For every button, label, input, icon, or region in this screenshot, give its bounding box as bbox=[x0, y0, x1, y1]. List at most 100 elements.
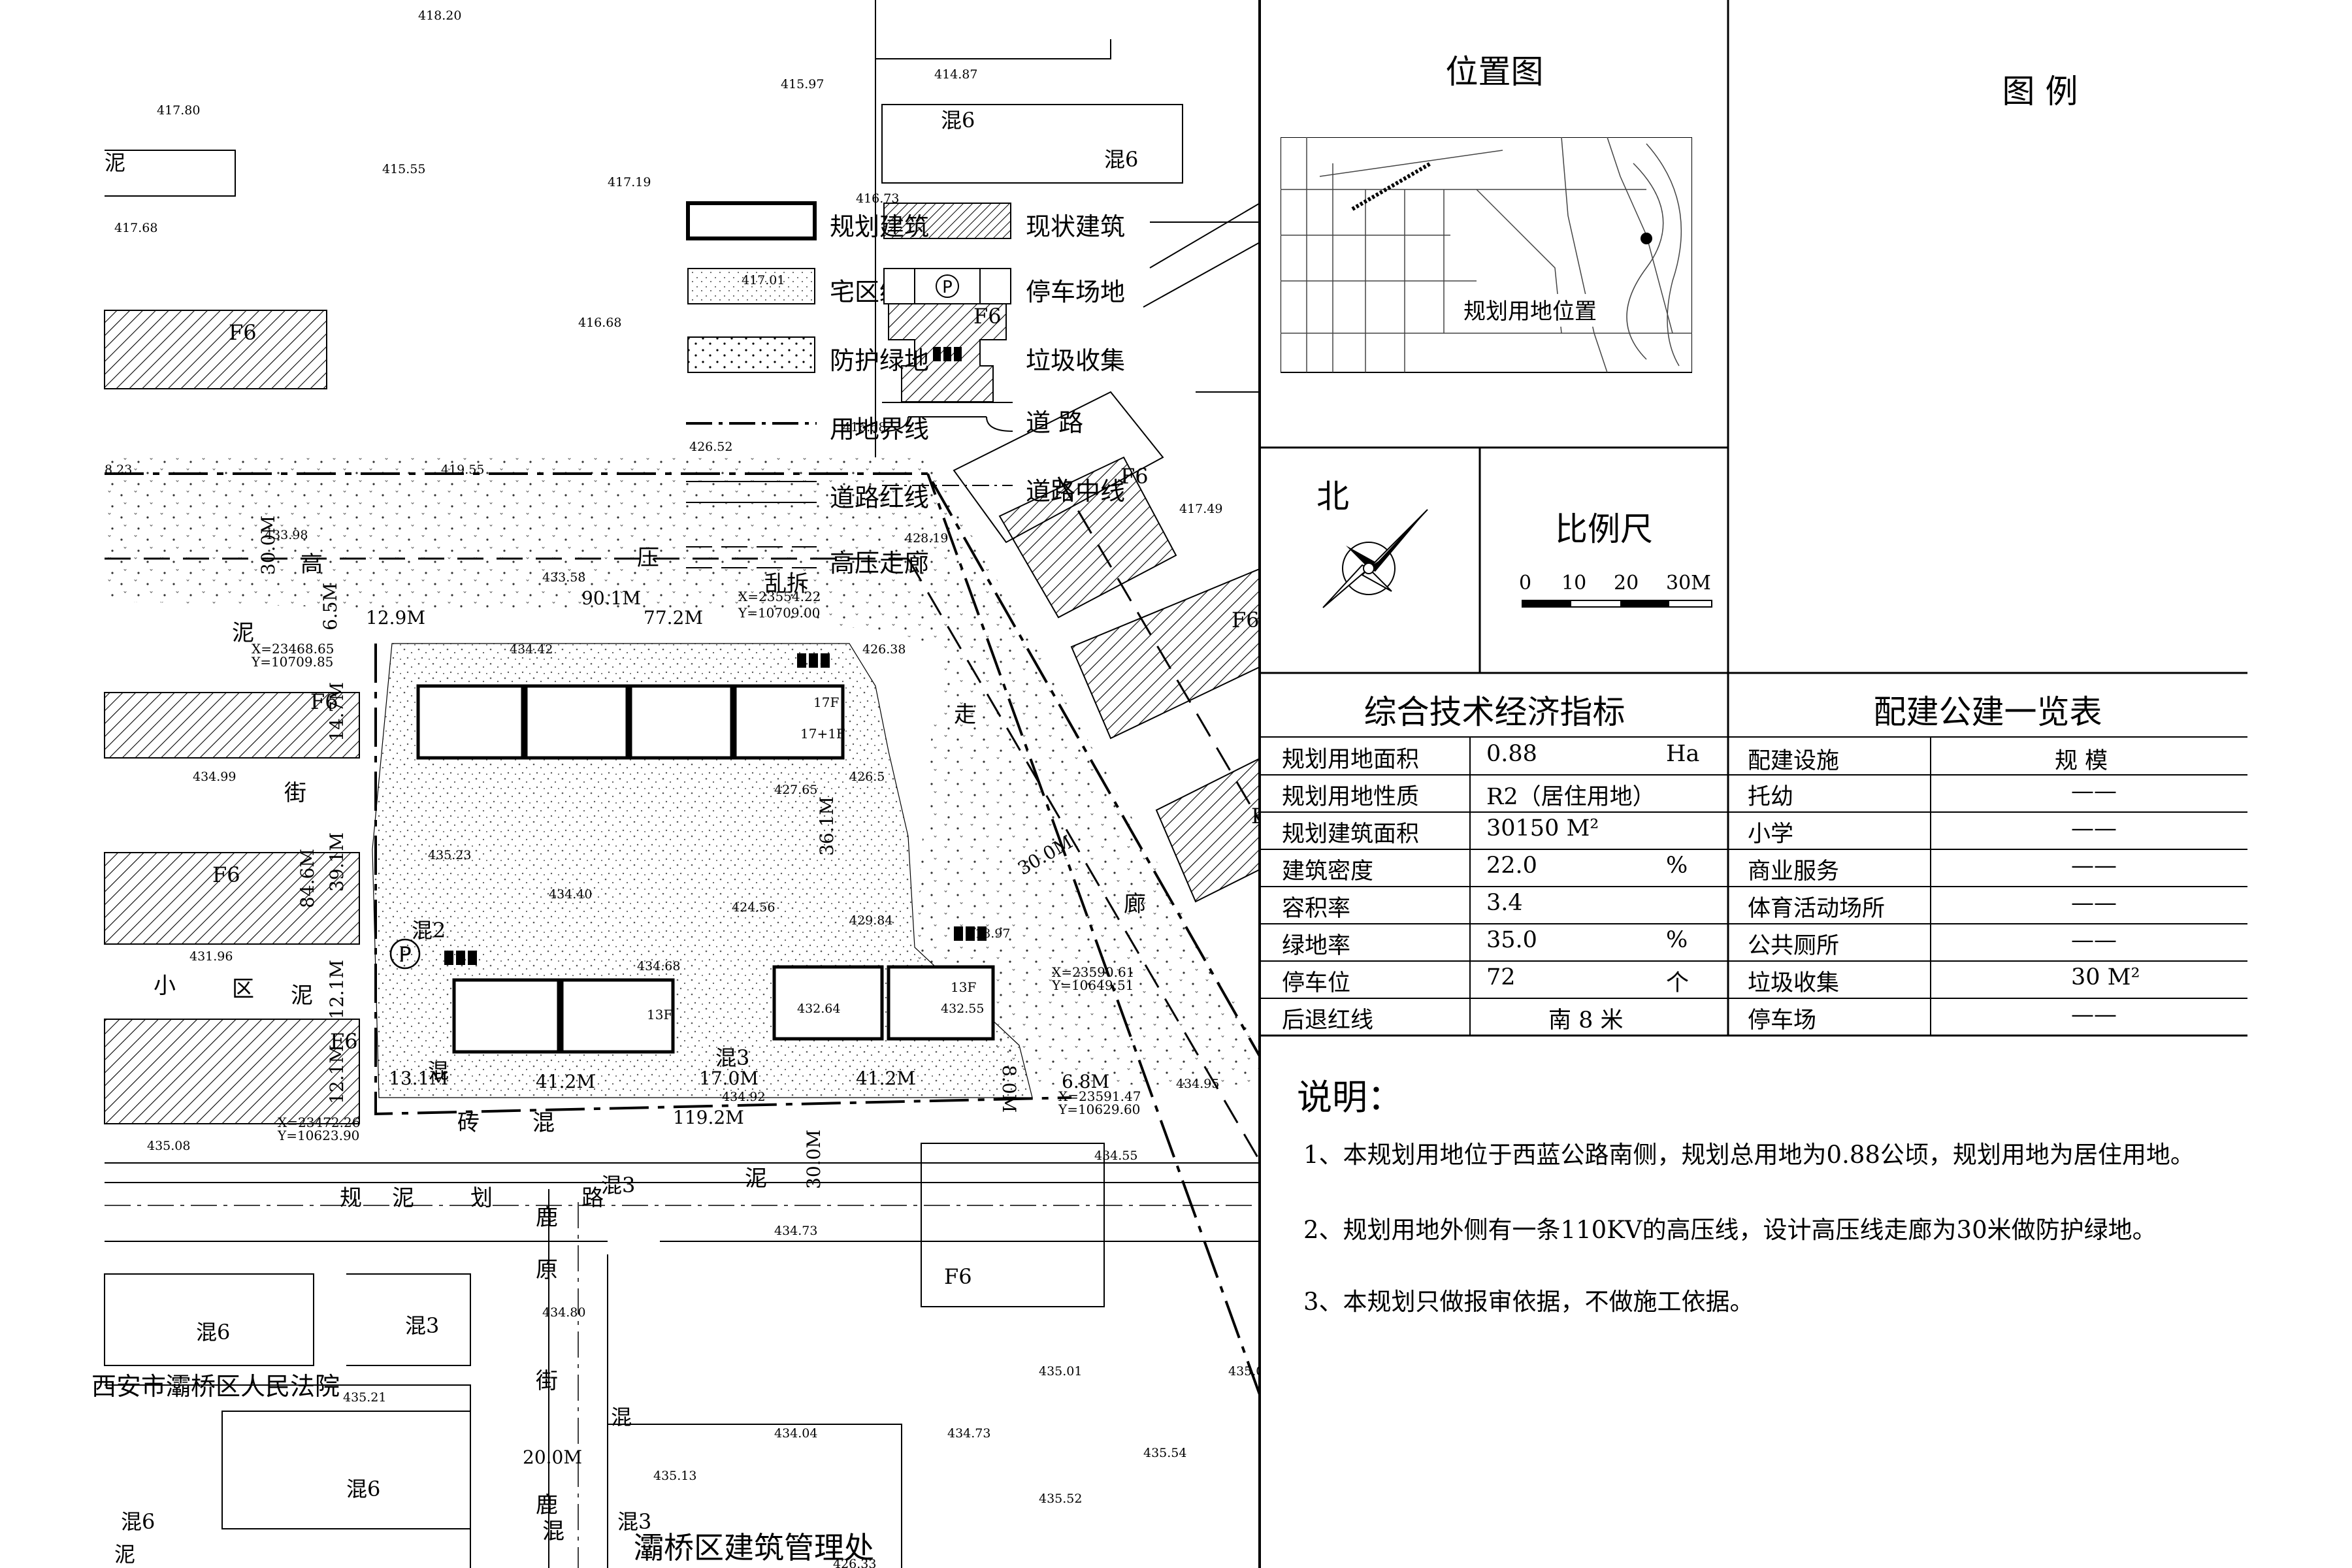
dimension-label: 6.5M bbox=[319, 583, 341, 630]
building-tag: 混3 bbox=[601, 1173, 635, 1198]
planned-building-swatch-icon bbox=[686, 201, 817, 240]
facility-row-value: —— bbox=[2071, 815, 2117, 841]
facility-row-value: —— bbox=[2071, 890, 2117, 916]
road-label: 廊 bbox=[1124, 891, 1146, 917]
legend-label: 防护绿地 bbox=[830, 346, 930, 375]
building-tag: 混6 bbox=[941, 108, 975, 133]
road-label: 泥 bbox=[232, 620, 254, 646]
notes-title: 说明： bbox=[1297, 1077, 1403, 1118]
elevation-point: 433.58 bbox=[542, 570, 585, 585]
scale-tick-0: 0 bbox=[1519, 572, 1532, 595]
building-tag: F6 bbox=[310, 689, 338, 714]
elevation-point: 426.38 bbox=[862, 642, 906, 657]
elevation-point: 434.95 bbox=[1176, 1077, 1219, 1091]
facility-row-value: —— bbox=[2071, 927, 2117, 953]
elevation-point: 415.55 bbox=[382, 162, 425, 176]
tech-row-unit: Ha bbox=[1666, 741, 1700, 767]
dimension-label: 12.9M bbox=[366, 607, 425, 629]
tech-row-unit: 个 bbox=[1666, 970, 1690, 996]
elevation-point: 432.64 bbox=[797, 1002, 840, 1016]
dimension-label: 17.0M bbox=[699, 1068, 759, 1089]
elevation-point: 429.84 bbox=[849, 913, 892, 928]
legend-label: 停车场地 bbox=[1026, 278, 1126, 306]
road-label: 划 bbox=[470, 1185, 493, 1211]
site-boundary bbox=[105, 472, 1261, 1399]
dimension-label: 6.8M bbox=[1062, 1071, 1109, 1092]
facility-row-name: 体育活动场所 bbox=[1748, 896, 1886, 922]
building-tag: 混3 bbox=[617, 1509, 651, 1534]
floor-count-tag: 17+1F bbox=[800, 726, 845, 742]
elevation-point: 434.04 bbox=[774, 1426, 817, 1441]
road-label: 规 bbox=[340, 1185, 362, 1211]
elevation-point: 426.5 bbox=[849, 770, 885, 784]
existing-buildings bbox=[104, 290, 1261, 1124]
tech-row-value: 30150 M² bbox=[1486, 815, 1599, 841]
elevation-point: 426.33 bbox=[833, 1557, 876, 1568]
facility-row-name: 停车场 bbox=[1748, 1007, 1817, 1034]
elevation-point: 434.40 bbox=[549, 887, 592, 902]
road-label: 压 bbox=[637, 545, 659, 571]
scale-title: 比例尺 bbox=[1555, 510, 1653, 548]
elevation-point: 434.99 bbox=[193, 770, 236, 784]
elevation-point: 435.08 bbox=[147, 1139, 190, 1153]
protection-green-swatch-icon bbox=[687, 336, 815, 373]
coordinate-label: Y=10649.51 bbox=[1051, 977, 1134, 993]
coordinate-label: X=23472.26 bbox=[278, 1115, 360, 1130]
tech-table-title: 综合技术经济指标 bbox=[1364, 693, 1625, 731]
tech-row-value: 35.0 bbox=[1486, 927, 1537, 953]
dimension-label: 13.1M bbox=[389, 1068, 448, 1089]
facility-row-name: 小学 bbox=[1748, 821, 1794, 847]
building-tag: 混6 bbox=[346, 1477, 380, 1501]
road-centerline-icon bbox=[882, 485, 1013, 486]
north-arrow-icon bbox=[1322, 509, 1428, 608]
dimension-label: 12.1M bbox=[326, 960, 348, 1019]
land-boundary-line-icon bbox=[686, 422, 817, 425]
planned-buildings bbox=[416, 684, 995, 1054]
tech-row-name: 容积率 bbox=[1282, 896, 1351, 922]
tech-row-value: 72 bbox=[1486, 964, 1516, 990]
coordinate-label: X=23590.61 bbox=[1052, 964, 1134, 980]
tech-row-name: 后退红线 bbox=[1282, 1007, 1374, 1034]
elevation-point: 435.52 bbox=[1039, 1492, 1082, 1506]
floor-count-tag: 17F bbox=[813, 694, 839, 710]
elevation-point: 415.97 bbox=[781, 77, 824, 91]
elevation-point: 434.55 bbox=[1094, 1149, 1137, 1163]
dimension-label: 39.1M bbox=[326, 832, 348, 892]
note-3: 3、本规划只做报审依据，不做施工依据。 bbox=[1303, 1288, 1754, 1316]
elevation-point: 417.49 bbox=[1179, 502, 1222, 516]
facility-row-name: 托幼 bbox=[1748, 784, 1794, 810]
dimension-label: 36.1M bbox=[816, 796, 838, 856]
building-tag: 泥 bbox=[114, 1542, 135, 1567]
elevation-point: 435.23 bbox=[428, 848, 471, 862]
scale-tick-3: 30M bbox=[1666, 572, 1711, 595]
parking-icon: P bbox=[389, 938, 421, 970]
road-label: 泥 bbox=[392, 1185, 414, 1211]
dimension-label: 20.0M bbox=[523, 1446, 582, 1468]
building-tag: 混3 bbox=[715, 1045, 749, 1070]
road-label: 路 bbox=[581, 1185, 604, 1211]
legend-label: 道路红线 bbox=[830, 483, 930, 512]
building-tag: F6 bbox=[944, 1264, 972, 1289]
elevation-point: 419.55 bbox=[441, 463, 484, 477]
dimension-label: 30.0M bbox=[803, 1130, 825, 1189]
coordinate-label: Y=10709.85 bbox=[251, 654, 333, 670]
coordinate-label: X=23554.22 bbox=[738, 589, 821, 604]
construction-office-name: 灞桥区建筑管理处 bbox=[634, 1530, 874, 1565]
elevation-point: 416.73 bbox=[856, 191, 899, 206]
legend-label: 道 路 bbox=[1026, 408, 1084, 437]
elevation-point: 8.23 bbox=[105, 463, 132, 477]
road-swatch-icon bbox=[882, 402, 1013, 432]
legend-label: 高压走廊 bbox=[830, 549, 930, 578]
dimension-label: 41.2M bbox=[536, 1071, 595, 1092]
road-label: 混 bbox=[532, 1110, 555, 1136]
facility-row-name: 垃圾收集 bbox=[1748, 970, 1840, 996]
tech-row-name: 规划建筑面积 bbox=[1282, 821, 1420, 847]
facility-row-name: 公共厕所 bbox=[1748, 933, 1840, 959]
existing-plain-buildings bbox=[104, 104, 1261, 1568]
dimension-label: 8.0M bbox=[998, 1065, 1020, 1113]
floor-count-tag: 13F bbox=[647, 1007, 672, 1022]
parking-swatch-icon: P bbox=[883, 268, 1011, 304]
high-voltage-corridor bbox=[105, 476, 1261, 1164]
road-label: 街 bbox=[284, 780, 306, 806]
elevation-point: 427.65 bbox=[774, 783, 817, 797]
